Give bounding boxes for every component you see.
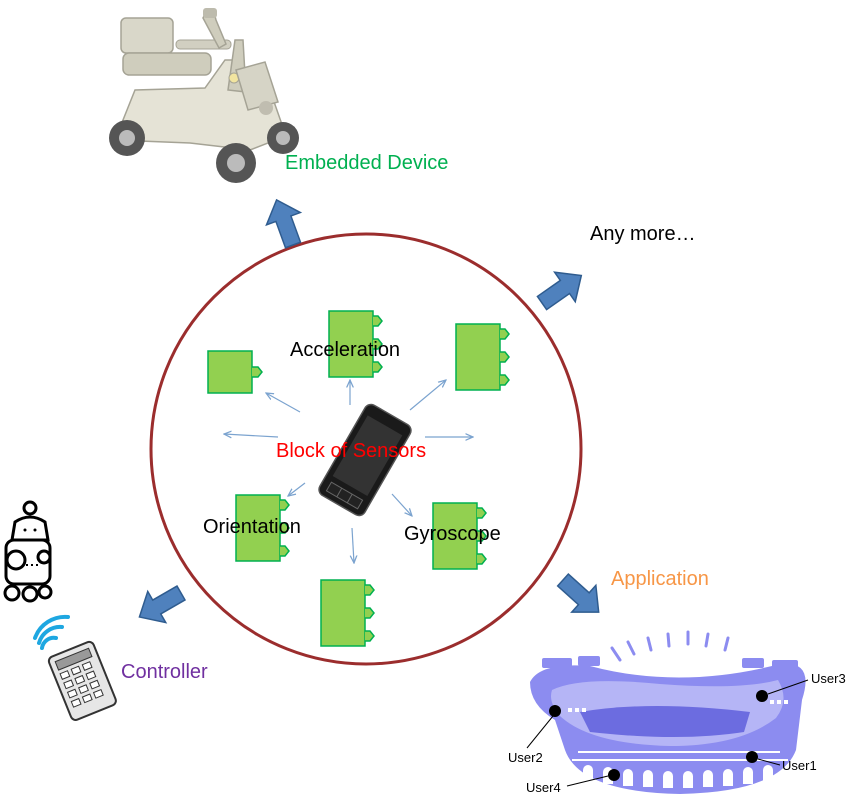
orientation-label: Orientation xyxy=(203,516,301,538)
controller-label: Controller xyxy=(121,661,208,683)
acceleration-label: Acceleration xyxy=(290,339,401,361)
output-arrows xyxy=(138,198,600,624)
user2-label: User2 xyxy=(508,750,543,765)
user2-dot xyxy=(549,705,561,717)
user1-label: User1 xyxy=(782,758,817,773)
user3-dot xyxy=(756,690,768,702)
arrow-any-more xyxy=(536,271,583,311)
thin-arrow xyxy=(288,482,306,496)
scooter-icon xyxy=(109,8,299,183)
arrow-embedded-device xyxy=(265,198,303,249)
application-label: Application xyxy=(611,568,709,590)
gyroscope-label: Gyroscope xyxy=(404,523,501,545)
thin-arrow xyxy=(266,393,301,413)
robot-icon xyxy=(3,500,53,603)
thin-arrow xyxy=(224,434,279,437)
user3-label: User3 xyxy=(811,671,846,686)
embedded-device-label: Embedded Device xyxy=(285,152,449,174)
sensor-block xyxy=(320,579,375,647)
block-of-sensors-label: Block of Sensors xyxy=(276,440,427,462)
sensor-block xyxy=(455,323,510,391)
arrow-application xyxy=(556,572,600,613)
sensor-circle xyxy=(149,232,583,666)
user1-dot xyxy=(746,751,758,763)
any-more-label: Any more… xyxy=(590,223,696,245)
thin-arrow xyxy=(409,380,446,411)
sensor-block xyxy=(207,350,263,394)
remote-control-icon xyxy=(47,640,117,721)
arrow-controller xyxy=(138,585,187,624)
thin-arrow xyxy=(391,493,412,516)
wifi-signal-icon xyxy=(33,614,70,650)
thin-arrow xyxy=(352,527,354,563)
user4-label: User4 xyxy=(526,780,561,795)
sensor-arrows xyxy=(224,380,473,563)
user-leader-lines xyxy=(526,679,809,787)
phone-icon xyxy=(318,403,412,517)
user4-dot xyxy=(608,769,620,781)
stadium-users xyxy=(549,690,768,781)
stadium-icon xyxy=(530,630,806,794)
